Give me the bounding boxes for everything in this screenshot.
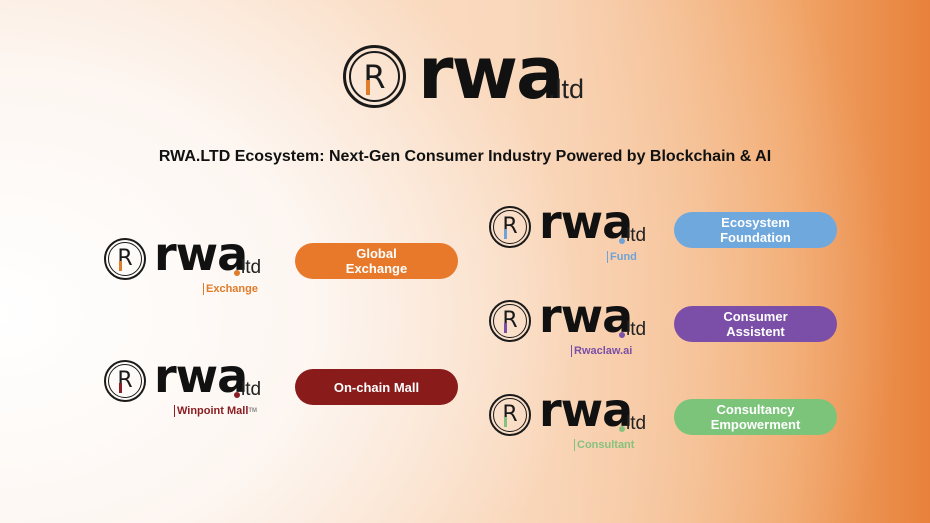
r-circle-icon: R <box>489 394 531 436</box>
brand-suffix: .ltd <box>548 74 585 104</box>
brand-dot <box>619 238 625 244</box>
brand-suffix: ltd <box>241 379 262 400</box>
product-pill[interactable]: Ecosystem Foundation <box>674 212 837 248</box>
product-sublabel: Winpoint MallTM <box>174 405 257 417</box>
product-logo: R rwa ltd Fund <box>489 195 659 266</box>
page-title: RWA.LTD Ecosystem: Next-Gen Consumer Ind… <box>158 148 772 165</box>
r-circle-icon: R <box>489 206 531 248</box>
product-sublabel: Rwaclaw.ai <box>571 345 632 357</box>
brand-dot <box>619 426 625 432</box>
brand-name: rwa <box>418 31 565 115</box>
product-sublabel: Consultant <box>574 439 634 451</box>
brand-suffix: ltd <box>241 257 262 278</box>
product-logo: R rwa ltd Winpoint MallTM <box>104 349 274 420</box>
product-pill[interactable]: Consumer Assistent <box>674 306 837 342</box>
brand-name: rwa <box>154 227 248 281</box>
r-circle-icon: R <box>104 238 146 280</box>
product-sublabel: Exchange <box>203 283 258 295</box>
product-pill[interactable]: Global Exchange <box>295 243 458 279</box>
r-circle-icon: R <box>104 360 146 402</box>
main-logo: R rwa .ltd <box>343 31 603 115</box>
brand-dot <box>234 270 240 276</box>
product-pill[interactable]: On-chain Mall <box>295 369 458 405</box>
brand-name: rwa <box>539 383 633 437</box>
brand-name: rwa <box>154 349 248 403</box>
brand-suffix: ltd <box>626 319 647 340</box>
r-circle-icon: R <box>489 300 531 342</box>
product-logo: R rwa ltd Exchange <box>104 227 274 298</box>
brand-suffix: ltd <box>626 225 647 246</box>
product-pill[interactable]: Consultancy Empowerment <box>674 399 837 435</box>
brand-suffix: ltd <box>626 413 647 434</box>
product-logo: R rwa ltd Rwaclaw.ai <box>489 289 659 360</box>
brand-name: rwa <box>539 289 633 343</box>
brand-name: rwa <box>539 195 633 249</box>
brand-dot <box>619 332 625 338</box>
product-logo: R rwa ltd Consultant <box>489 383 659 454</box>
brand-dot <box>234 392 240 398</box>
product-sublabel: Fund <box>607 251 637 263</box>
r-circle-icon: R <box>343 45 406 108</box>
